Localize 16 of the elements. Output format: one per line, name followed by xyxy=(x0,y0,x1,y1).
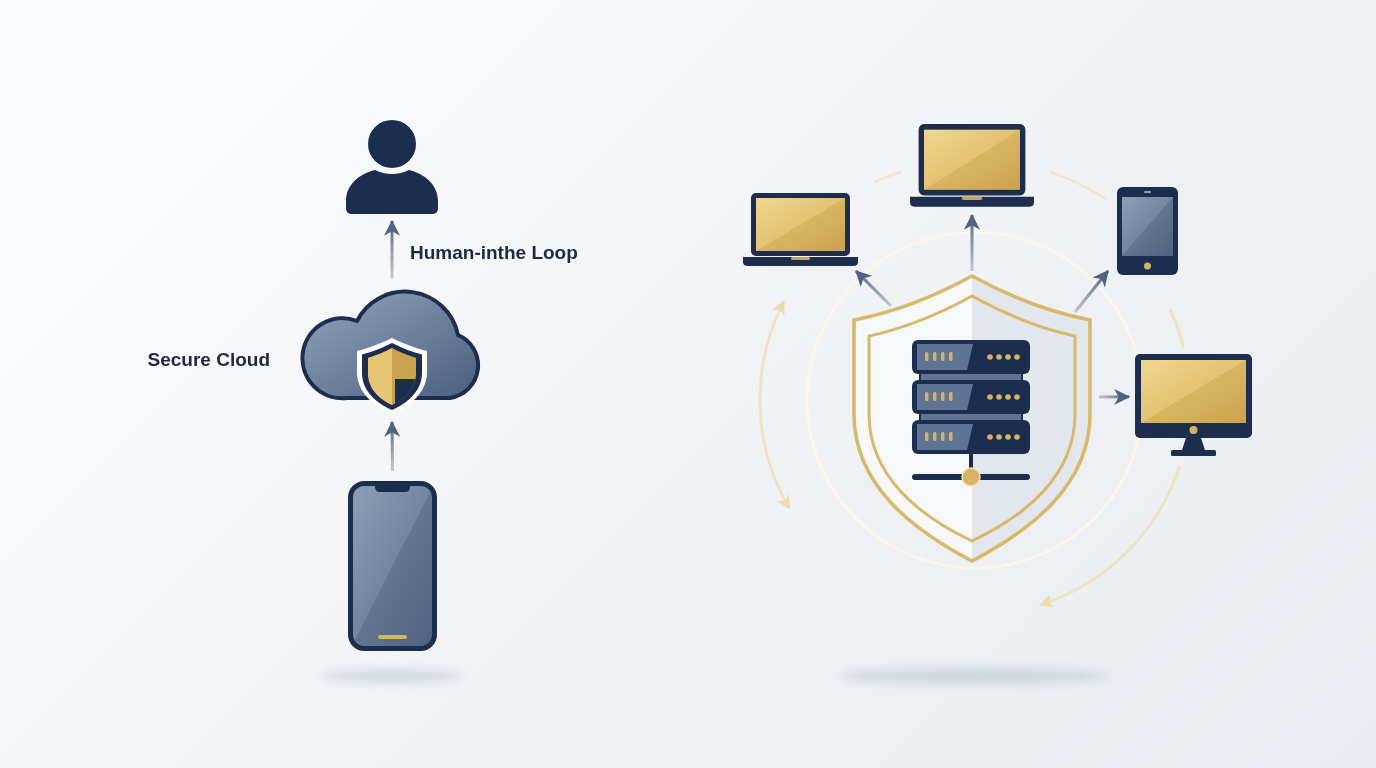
arrow xyxy=(964,213,980,271)
arrow xyxy=(384,219,400,278)
server-rack-icon xyxy=(912,340,1030,488)
tablet-icon xyxy=(1117,187,1178,275)
desktop-monitor-icon xyxy=(1135,354,1252,456)
arrow xyxy=(1073,270,1110,313)
shield-outline xyxy=(851,274,1093,564)
arrow xyxy=(1099,388,1131,405)
person-icon xyxy=(345,119,439,215)
node-label: Secure Cloud xyxy=(147,348,270,371)
laptop-icon xyxy=(743,193,858,267)
laptop-icon xyxy=(910,124,1034,208)
edge-label: Human-inthe Loop xyxy=(410,241,578,264)
arrow xyxy=(854,269,892,307)
arrow xyxy=(384,420,401,471)
smartphone-icon xyxy=(348,481,437,651)
